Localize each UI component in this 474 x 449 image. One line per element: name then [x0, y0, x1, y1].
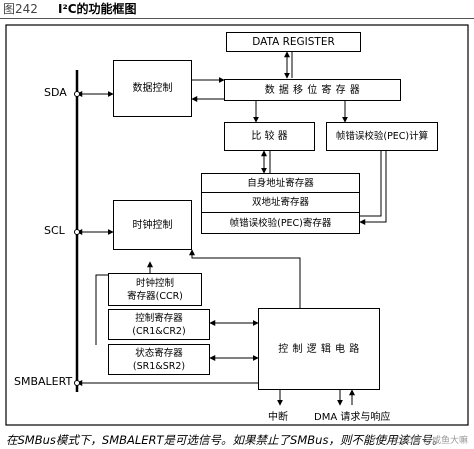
ccr-register-block: 时钟控制 寄存器(CCR)	[108, 273, 202, 306]
logic-to-clock-control	[189, 249, 301, 308]
clock-control-block: 时钟控制	[113, 200, 192, 250]
watermark: CSDN @咸鱼大嘛	[394, 436, 468, 446]
sr-label-line2: (SR1&SR2)	[132, 360, 186, 372]
footnote: 在SMBus模式下，SMBALERT是可选信号。如果禁止了SMBus，则不能使用…	[6, 433, 444, 447]
comparator-block: 比 较 器	[224, 122, 315, 151]
interrupt-output-label: 中断	[268, 412, 288, 423]
figure-number: 图242	[3, 2, 38, 16]
pin-label-scl: SCL	[44, 224, 65, 237]
smbalert-node	[74, 380, 80, 386]
cr-label-line1: 控制寄存器	[135, 312, 183, 324]
scl-node	[74, 229, 80, 235]
control-logic-block: 控 制 逻 辑 电 路	[258, 308, 380, 390]
logic-to-data-control	[95, 274, 108, 345]
sr-register-block: 状态寄存器 (SR1&SR2)	[108, 344, 210, 375]
caption-divider	[0, 18, 474, 19]
dma-output-label: DMA 请求与响应	[314, 412, 391, 423]
ccr-label-line1: 时钟控制	[135, 277, 174, 289]
outer-frame	[5, 24, 469, 426]
data-register-block: DATA REGISTER	[226, 32, 361, 52]
pec-calc-block: 帧错误校验(PEC)计算	[326, 122, 438, 151]
sda-node	[74, 91, 80, 97]
cr-label-line2: (CR1&CR2)	[132, 325, 186, 337]
data-shift-register-block: 数 据 移 位 寄 存 器	[224, 79, 401, 101]
data-control-block: 数据控制	[113, 60, 192, 117]
sr-label-line1: 状态寄存器	[135, 347, 183, 359]
figure-caption: 图242 I²C的功能框图	[0, 0, 474, 18]
ccr-label-line2: 寄存器(CCR)	[127, 290, 183, 302]
pec-calc-to-register	[359, 151, 387, 225]
figure-title: I²C的功能框图	[58, 2, 137, 16]
pec-calc-to-register-2	[360, 151, 382, 217]
cr-register-block: 控制寄存器 (CR1&CR2)	[108, 309, 210, 340]
pin-label-sda: SDA	[44, 86, 67, 99]
pin-label-smbalert: SMBALERT	[14, 375, 73, 388]
dual-address-register-block: 双地址寄存器	[201, 193, 360, 213]
pec-register-block: 帧错误校验(PEC)寄存器	[201, 213, 360, 234]
own-address-register-block: 自身地址寄存器	[201, 173, 360, 193]
